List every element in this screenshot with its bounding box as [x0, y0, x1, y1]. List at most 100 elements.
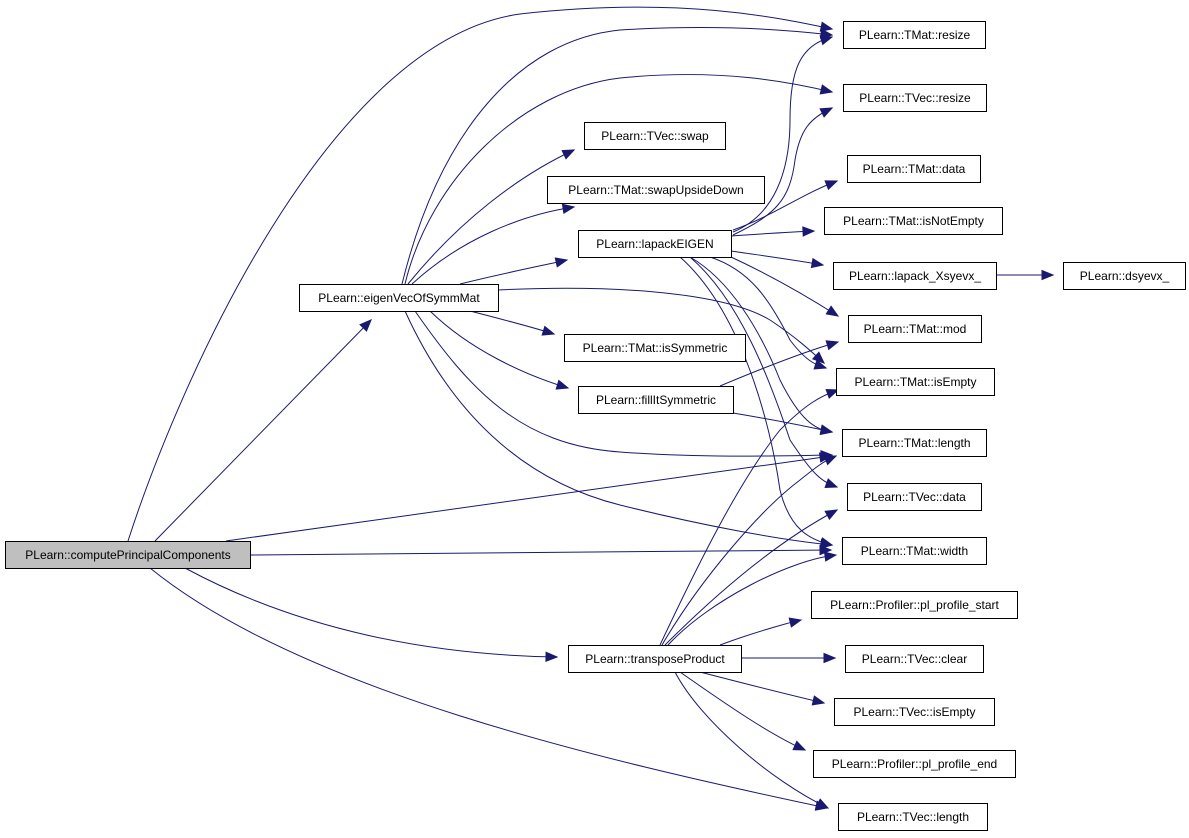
- node-box[interactable]: [811, 591, 1018, 619]
- node-label: PLearn::lapack_Xsyevx_: [849, 269, 981, 283]
- node-box[interactable]: [299, 284, 499, 312]
- arrowhead-icon: [359, 319, 372, 332]
- node-fillItSymmetric[interactable]: PLearn::fillItSymmetric: [578, 386, 734, 414]
- arrowhead-icon: [1041, 269, 1055, 281]
- node-box[interactable]: [847, 483, 982, 511]
- arrowhead-icon: [813, 359, 828, 370]
- node-tmat_isNotEmpty[interactable]: PLearn::TMat::isNotEmpty: [824, 207, 1003, 235]
- edge-line: [127, 6, 833, 542]
- node-label: PLearn::Profiler::pl_profile_end: [832, 757, 997, 771]
- node-label: PLearn::TMat::isSymmetric: [583, 341, 728, 355]
- edge-transposeProduct-to-tvec_isEmpty: [699, 671, 826, 706]
- node-box[interactable]: [842, 537, 987, 565]
- arrowhead-icon: [545, 651, 559, 663]
- edge-line: [149, 567, 828, 809]
- node-box[interactable]: [843, 84, 987, 112]
- arrowhead-icon: [802, 226, 816, 237]
- root-node-box[interactable]: [5, 541, 251, 569]
- edge-lapackEIGEN-to-tvec_resize: [732, 107, 834, 236]
- edge-line: [674, 671, 829, 809]
- node-lapack_Xsyevx_[interactable]: PLearn::lapack_Xsyevx_: [833, 262, 997, 290]
- arrowhead-icon: [825, 340, 840, 351]
- node-box[interactable]: [1063, 262, 1186, 290]
- arrowhead-icon: [811, 695, 826, 706]
- node-tvec_resize[interactable]: PLearn::TVec::resize: [843, 84, 987, 112]
- edge-transposeProduct-to-tmat_length: [661, 455, 838, 646]
- arrowhead-icon: [554, 257, 569, 268]
- arrowhead-icon: [819, 84, 834, 95]
- node-box[interactable]: [848, 315, 982, 343]
- edge-transposeProduct-to-tvec_data: [664, 509, 839, 646]
- node-box[interactable]: [547, 176, 765, 204]
- node-tmat_length[interactable]: PLearn::TMat::length: [842, 429, 987, 457]
- node-box[interactable]: [833, 262, 997, 290]
- node-box[interactable]: [845, 645, 984, 673]
- node-box[interactable]: [838, 803, 988, 831]
- node-tmat_isSymmetric[interactable]: PLearn::TMat::isSymmetric: [564, 334, 746, 362]
- node-box[interactable]: [578, 230, 732, 258]
- node-label: PLearn::lapackEIGEN: [596, 237, 713, 251]
- node-tvec_clear[interactable]: PLearn::TVec::clear: [845, 645, 984, 673]
- node-box[interactable]: [842, 429, 987, 457]
- node-label: PLearn::fillItSymmetric: [596, 393, 716, 407]
- edge-line: [730, 230, 815, 237]
- arrowhead-icon: [815, 798, 830, 809]
- node-label: PLearn::transposeProduct: [585, 652, 725, 666]
- edges-layer: [127, 6, 1055, 811]
- node-tmat_width[interactable]: PLearn::TMat::width: [842, 537, 987, 565]
- node-label: PLearn::TVec::length: [857, 810, 969, 824]
- node-box[interactable]: [843, 21, 986, 49]
- edge-lapackEIGEN-to-tvec_data: [689, 256, 839, 489]
- edge-line: [664, 509, 838, 646]
- node-box[interactable]: [578, 386, 734, 414]
- node-tmat_swapUpsideDown[interactable]: PLearn::TMat::swapUpsideDown: [547, 176, 765, 204]
- node-box[interactable]: [813, 750, 1016, 778]
- node-box[interactable]: [584, 122, 726, 150]
- node-tmat_resize[interactable]: PLearn::TMat::resize: [843, 21, 986, 49]
- arrowhead-icon: [819, 107, 834, 118]
- edge-fillItSymmetric-to-tmat_mod: [719, 340, 840, 387]
- node-eigenVecOfSymmMat[interactable]: PLearn::eigenVecOfSymmMat: [299, 284, 499, 312]
- edge-line: [732, 107, 833, 236]
- arrowhead-icon: [825, 388, 840, 399]
- nodes-layer: PLearn::computePrincipalComponentsPLearn…: [5, 21, 1186, 831]
- edge-line: [699, 671, 825, 704]
- edge-line: [459, 259, 568, 285]
- arrowhead-icon: [555, 379, 570, 390]
- arrowhead-icon: [819, 35, 834, 46]
- node-dsyevx_[interactable]: PLearn::dsyevx_: [1063, 262, 1186, 290]
- node-tvec_isEmpty[interactable]: PLearn::TVec::isEmpty: [834, 698, 995, 726]
- arrowhead-icon: [823, 551, 838, 562]
- edge-line: [404, 310, 833, 546]
- node-tmat_isEmpty[interactable]: PLearn::TMat::isEmpty: [836, 368, 995, 396]
- node-pl_profile_start[interactable]: PLearn::Profiler::pl_profile_start: [811, 591, 1018, 619]
- node-box[interactable]: [834, 698, 995, 726]
- arrowhead-icon: [541, 325, 556, 336]
- node-tmat_mod[interactable]: PLearn::TMat::mod: [848, 315, 982, 343]
- edge-line: [709, 256, 827, 369]
- node-pl_profile_end[interactable]: PLearn::Profiler::pl_profile_end: [813, 750, 1016, 778]
- edge-line: [667, 554, 837, 646]
- node-lapackEIGEN[interactable]: PLearn::lapackEIGEN: [578, 230, 732, 258]
- node-tvec_data[interactable]: PLearn::TVec::data: [847, 483, 982, 511]
- edge-transposeProduct-to-pl_profile_end: [679, 671, 807, 751]
- node-tmat_data[interactable]: PLearn::TMat::data: [847, 155, 981, 183]
- edge-line: [411, 206, 575, 285]
- node-transposeProduct[interactable]: PLearn::transposeProduct: [568, 645, 742, 673]
- edge-eigenVecOfSymmMat-to-tmat_isSymmetric: [469, 310, 556, 336]
- node-box[interactable]: [564, 334, 746, 362]
- node-box[interactable]: [847, 155, 981, 183]
- edge-lapackEIGEN-to-tmat_width: [679, 256, 834, 548]
- node-tvec_swap[interactable]: PLearn::TVec::swap: [584, 122, 726, 150]
- edge-line: [184, 567, 558, 658]
- node-label: PLearn::TMat::mod: [864, 322, 967, 336]
- node-tvec_length[interactable]: PLearn::TVec::length: [838, 803, 988, 831]
- node-box[interactable]: [568, 645, 742, 673]
- edge-line: [679, 671, 806, 751]
- arrowhead-icon: [561, 203, 576, 214]
- edge-transposeProduct-to-tvec_length: [674, 671, 830, 809]
- node-box[interactable]: [836, 368, 995, 396]
- edge-lapackEIGEN-to-tmat_resize: [732, 35, 834, 233]
- node-box[interactable]: [824, 207, 1003, 235]
- node-computePrincipalComponents[interactable]: PLearn::computePrincipalComponents: [5, 541, 251, 569]
